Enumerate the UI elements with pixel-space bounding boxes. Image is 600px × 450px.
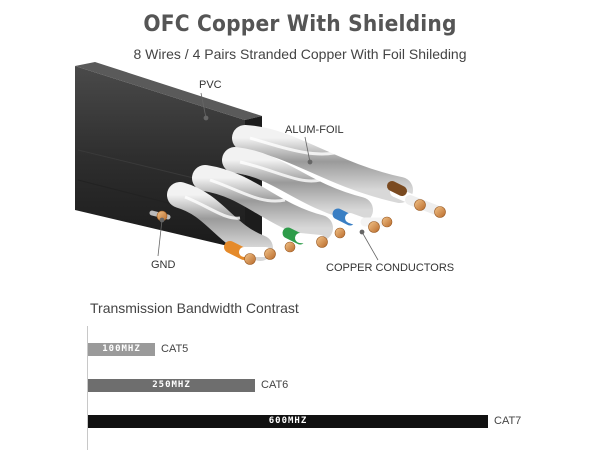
bar-cat5: 100MHZ [88, 343, 155, 356]
page-subtitle: 8 Wires / 4 Pairs Stranded Copper With F… [133, 46, 467, 62]
callout-pvc: PVC [199, 79, 222, 91]
callout-alum-foil: ALUM-FOIL [285, 124, 344, 136]
copper-conductor-tips [156, 199, 446, 265]
page-title: OFC Copper With Shielding [143, 12, 457, 37]
bar-cat6: 250MHZ [88, 379, 255, 392]
bandwidth-title: Transmission Bandwidth Contrast [90, 300, 299, 316]
bandwidth-axis [87, 326, 88, 450]
cable-illustration [75, 62, 446, 265]
bar-cat7: 600MHZ [88, 415, 488, 428]
callout-copper-conductors: COPPER CONDUCTORS [326, 262, 455, 274]
bar-cat5-label: CAT5 [161, 343, 189, 355]
bar-cat7-label: CAT7 [494, 415, 522, 427]
callout-gnd: GND [151, 259, 176, 271]
foil-shielded-pairs [167, 125, 413, 261]
bar-cat6-label: CAT6 [261, 379, 289, 391]
callout-leaders [157, 92, 379, 261]
